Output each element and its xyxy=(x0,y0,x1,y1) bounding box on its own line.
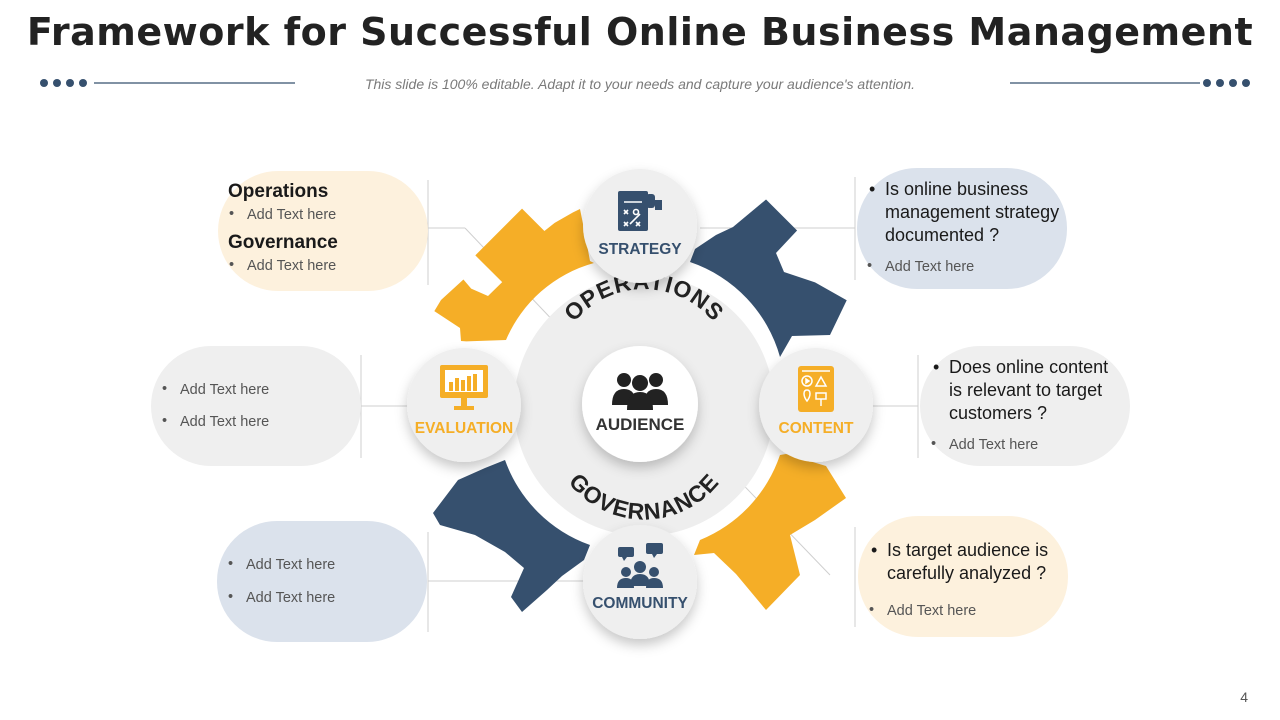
gear-quadrant-bottom-right xyxy=(694,454,846,610)
decor-dot xyxy=(1242,79,1250,87)
left-middle-item-1: Add Text here xyxy=(162,381,269,398)
header-decoration xyxy=(40,79,1250,87)
monitor-chart-icon xyxy=(440,365,488,410)
community-chat-icon xyxy=(617,543,663,588)
slide-subtitle: This slide is 100% editable. Adapt it to… xyxy=(364,76,916,92)
evaluation-label: EVALUATION xyxy=(414,420,514,437)
content-media-icon xyxy=(798,366,834,412)
gear-quadrant-top-left xyxy=(434,208,594,342)
page-number: 4 xyxy=(1240,689,1248,705)
left-middle-box xyxy=(151,346,361,466)
decor-dot xyxy=(79,79,87,87)
decor-dot xyxy=(40,79,48,87)
right-middle-question-line: Does online content xyxy=(949,357,1109,377)
right-top-question-line: Is online business xyxy=(885,179,1029,199)
right-bottom-question: Is target audience is carefully analyzed… xyxy=(871,539,1049,585)
decor-dot xyxy=(1203,79,1211,87)
left-top-item-1: Add Text here xyxy=(229,206,336,223)
operations-heading: Operations xyxy=(228,181,329,202)
left-middle-item-2: Add Text here xyxy=(162,413,269,430)
decor-dot xyxy=(1216,79,1224,87)
right-middle-item: Add Text here xyxy=(931,436,1038,453)
people-group-icon xyxy=(612,373,668,410)
gear-ring xyxy=(433,199,847,612)
community-label: COMMUNITY xyxy=(592,595,688,612)
right-top-question: Is online business management strategy d… xyxy=(869,178,1060,247)
content-label: CONTENT xyxy=(778,420,854,437)
left-top-item-2: Add Text here xyxy=(229,257,336,274)
audience-label: AUDIENCE xyxy=(595,415,685,434)
right-bottom-question-line: carefully analyzed ? xyxy=(887,563,1047,583)
strategy-document-icon xyxy=(618,191,662,231)
right-middle-question: Does online content is relevant to targe… xyxy=(933,356,1109,425)
strategy-label: STRATEGY xyxy=(598,241,682,258)
right-top-item: Add Text here xyxy=(867,258,974,275)
left-bottom-box xyxy=(217,521,427,642)
right-top-question-line: management strategy xyxy=(885,202,1060,222)
right-middle-question-line: is relevant to target xyxy=(949,380,1103,400)
gear-quadrant-bottom-left xyxy=(433,460,590,612)
right-middle-question-line: customers ? xyxy=(949,403,1048,423)
right-bottom-question-line: Is target audience is xyxy=(887,540,1049,560)
left-bottom-item-2: Add Text here xyxy=(228,589,335,606)
gear-quadrant-top-right xyxy=(690,199,847,357)
right-top-question-line: documented ? xyxy=(885,225,1000,245)
decor-dot xyxy=(53,79,61,87)
right-bottom-item: Add Text here xyxy=(869,602,976,619)
governance-heading: Governance xyxy=(228,232,338,253)
decor-dot xyxy=(66,79,74,87)
decor-dot xyxy=(1229,79,1237,87)
slide-title: Framework for Successful Online Business… xyxy=(26,10,1254,54)
left-bottom-item-1: Add Text here xyxy=(228,556,335,573)
